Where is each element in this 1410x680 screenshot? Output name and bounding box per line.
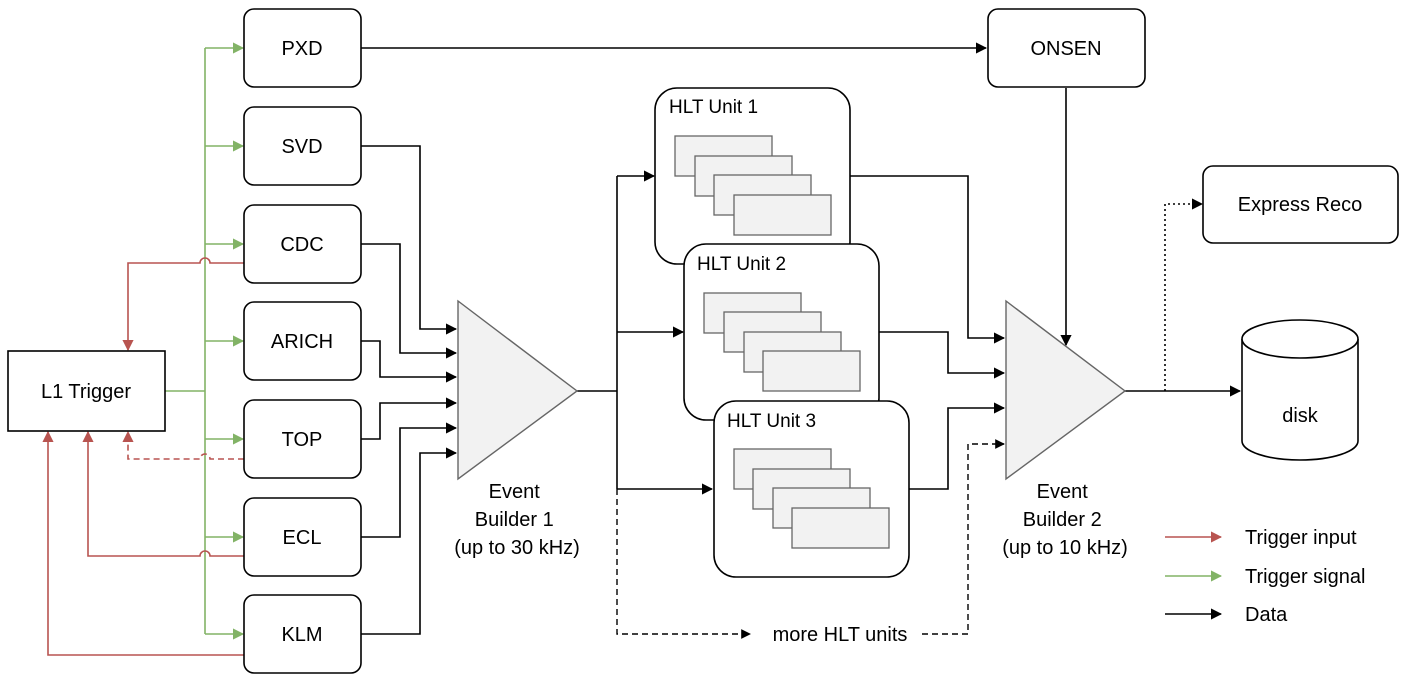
trigger-input-lines <box>42 257 244 656</box>
express-reco-label: Express Reco <box>1238 194 1363 216</box>
disk-cylinder: disk <box>1241 319 1359 461</box>
detector-data-lines <box>361 42 988 635</box>
event-builder-1-shape <box>457 299 579 481</box>
legend: Trigger input Trigger signal Data <box>1165 527 1365 626</box>
hlt-unit-1: HLT Unit 1 <box>654 87 851 265</box>
detector-klm-box <box>243 594 362 674</box>
l1-trigger-box <box>7 350 166 432</box>
onsen-label: ONSEN <box>1030 38 1101 60</box>
disk-label: disk <box>1282 405 1319 427</box>
trigger-signal-lines <box>165 42 245 640</box>
legend-data: Data <box>1245 604 1288 626</box>
hlt-output-lines <box>850 88 1072 490</box>
event-builder-2-shape <box>1005 299 1127 481</box>
hlt-unit-2: HLT Unit 2 <box>683 243 880 421</box>
event-builder-2-label: Event Builder 2 (up to 10 kHz) <box>1002 481 1128 559</box>
detector-arich-label: ARICH <box>271 331 333 353</box>
detector-top-label: TOP <box>282 429 323 451</box>
detector-ecl-box <box>243 497 362 577</box>
eb2-output-lines <box>1125 198 1242 397</box>
legend-trigger-signal: Trigger signal <box>1245 566 1365 588</box>
detector-klm-label: KLM <box>281 624 322 646</box>
detector-top-box <box>243 399 362 479</box>
onsen-box <box>987 8 1146 88</box>
detector-boxes: PXD SVD CDC ARICH TOP ECL KLM <box>243 8 362 674</box>
detector-cdc-box <box>243 204 362 284</box>
hlt-unit-3-title: HLT Unit 3 <box>727 411 816 432</box>
detector-ecl-label: ECL <box>283 527 322 549</box>
detector-svd-box <box>243 106 362 186</box>
hlt-unit-1-title: HLT Unit 1 <box>669 97 758 118</box>
event-builder-1-label: Event Builder 1 (up to 30 kHz) <box>454 481 580 559</box>
hlt-unit-2-title: HLT Unit 2 <box>697 254 786 275</box>
legend-trigger-input: Trigger input <box>1245 527 1357 549</box>
detector-svd-label: SVD <box>281 136 322 158</box>
detector-pxd-label: PXD <box>281 38 322 60</box>
detector-cdc-label: CDC <box>280 234 323 256</box>
eb1-output-lines <box>577 170 1005 639</box>
hlt-unit-3: HLT Unit 3 <box>713 400 910 578</box>
detector-arich-box <box>243 301 362 381</box>
express-reco-box <box>1202 165 1399 244</box>
detector-pxd-box <box>243 8 362 88</box>
l1-trigger-label: L1 Trigger <box>41 381 131 403</box>
more-hlt-units-label: more HLT units <box>773 624 908 646</box>
